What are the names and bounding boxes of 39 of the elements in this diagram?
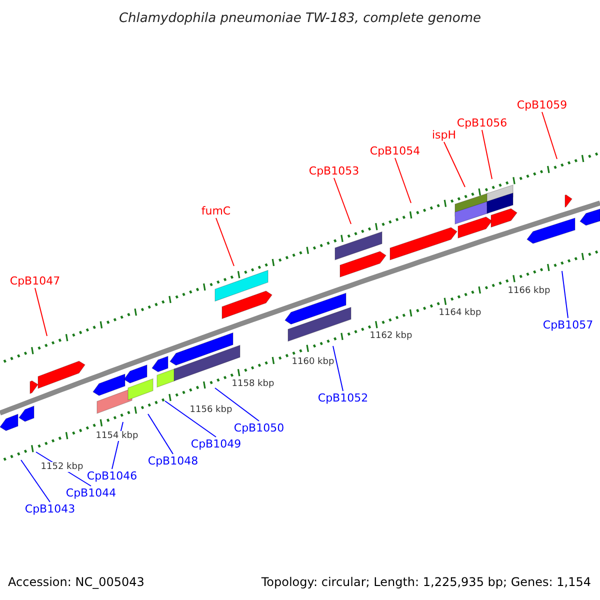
leader-line	[444, 142, 466, 188]
gene-label: CpB1043	[24, 502, 76, 516]
scale-label: 1164 kbp	[438, 308, 482, 318]
gene-label: CpB1056	[456, 116, 508, 130]
leader-line	[394, 158, 412, 204]
gene-label: CpB1054	[370, 144, 420, 158]
leader-line	[542, 112, 558, 160]
gene-label: fumC	[201, 204, 231, 218]
gene-label: CpB1059	[516, 98, 568, 112]
scale-label: 1158 kbp	[232, 379, 274, 389]
leader-line	[164, 400, 216, 438]
gene-label: CpB1046	[86, 470, 138, 482]
scale-label: 1154 kbp	[96, 431, 138, 441]
gene-label: CpB1047	[10, 274, 60, 288]
gene-label: ispH	[432, 128, 456, 142]
scale-label: 1162 kbp	[370, 331, 412, 341]
gene-label: CpB1057	[542, 318, 594, 332]
gene-label: CpB1049	[190, 438, 242, 450]
scale-label: 1156 kbp	[190, 405, 232, 415]
chart-title: Chlamydophila pneumoniae TW-183, complete genome	[118, 10, 482, 28]
leader-line	[482, 130, 492, 180]
leader-line	[216, 218, 234, 266]
gene-label: CpB1052	[318, 392, 368, 404]
leader-line	[562, 270, 568, 318]
leader-line	[148, 414, 174, 454]
leader-line	[214, 388, 260, 422]
gene-label: CpB1048	[148, 454, 198, 468]
scale-label: 1160 kbp	[292, 357, 334, 367]
leader-line	[334, 178, 352, 224]
leader-line	[20, 460, 50, 502]
accession-note: Accession: NC_005043	[8, 577, 144, 587]
gene-label: CpB1050	[234, 422, 284, 434]
scale-label: 1152 kbp	[40, 462, 84, 472]
scale-label: 1166 kbp	[508, 286, 550, 296]
leader-line	[332, 346, 344, 392]
gene-label: CpB1053	[308, 164, 360, 178]
leader-line	[34, 288, 48, 336]
gene-label: CpB1044	[66, 486, 116, 500]
genome-info-note: Topology: circular; Length: 1,225,935 bp; Genes: 1,154	[261, 577, 591, 587]
